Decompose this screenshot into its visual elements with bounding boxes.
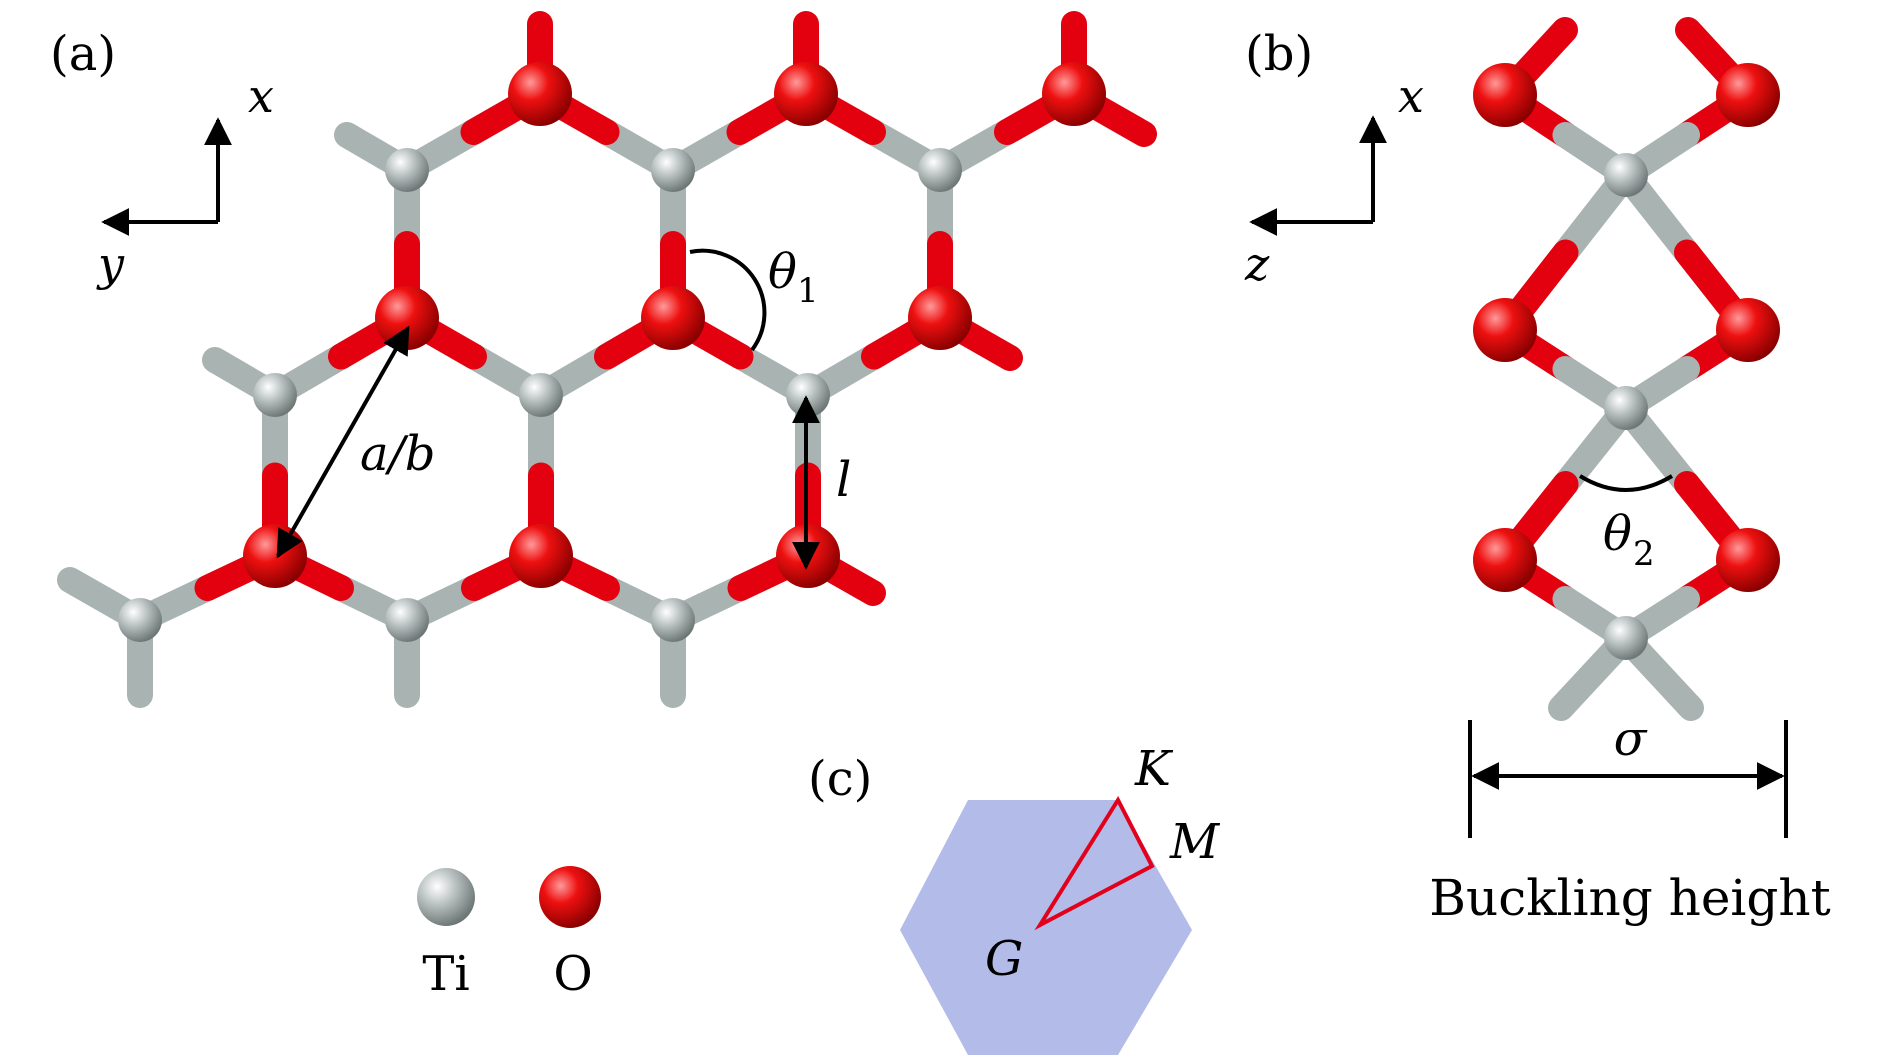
ti-atom [651, 148, 695, 192]
ti-atom [253, 373, 297, 417]
lattice-constant-arrow [276, 325, 410, 559]
point-gamma-label: G [985, 931, 1023, 987]
o-atom [774, 62, 838, 126]
point-k-label: K [1134, 741, 1174, 797]
buckling-symbol: σ [1614, 711, 1648, 767]
ti-atom [1604, 616, 1648, 660]
o-atom [1716, 528, 1780, 592]
ti-atom [918, 148, 962, 192]
angle-theta1-subscript: 1 [797, 271, 819, 311]
ti-atom [1604, 386, 1648, 430]
lattice-constant-label: a/b [360, 426, 436, 482]
axis-a-up-label: x [248, 69, 274, 123]
o-atom [1473, 528, 1537, 592]
o-atom [1716, 63, 1780, 127]
angle-theta1-arc [689, 248, 767, 352]
buckling-caption: Buckling height [1429, 869, 1830, 927]
point-m-label: M [1169, 814, 1221, 870]
o-atom [1716, 298, 1780, 362]
ti-atom [1604, 153, 1648, 197]
atoms-a [118, 62, 1106, 642]
bonds-b [1492, 17, 1761, 721]
panel-a: (a) x y θ 1 a/b l Ti O [50, 11, 1157, 1002]
axis-b-up-label: x [1398, 69, 1424, 123]
brillouin-zone-path [1034, 795, 1155, 931]
o-atom [641, 286, 705, 350]
panel-c: (c) G K M [808, 741, 1221, 1055]
o-atom [1042, 62, 1106, 126]
axes-b [1249, 115, 1387, 236]
o-atom [1473, 63, 1537, 127]
o-atom [508, 62, 572, 126]
atoms-b [1473, 63, 1780, 660]
ti-atom [385, 598, 429, 642]
ti-atom [651, 598, 695, 642]
panel-a-label: (a) [50, 26, 116, 82]
o-atom [509, 524, 573, 588]
axes-a [101, 117, 232, 236]
legend-ti-label: Ti [422, 946, 469, 1002]
o-atom [243, 524, 307, 588]
ti-atom [118, 598, 162, 642]
legend-ti-sphere [417, 868, 475, 926]
o-atom [1473, 298, 1537, 362]
angle-theta1-symbol: θ [768, 244, 797, 300]
o-atom [908, 286, 972, 350]
o-atom [375, 286, 439, 350]
legend-o-label: O [553, 946, 592, 1002]
bonds-a [57, 11, 1157, 708]
angle-theta2-arc [1578, 474, 1674, 492]
angle-theta2-subscript: 2 [1633, 534, 1655, 574]
brillouin-zone-hexagon [900, 800, 1192, 1055]
ti-atom [385, 148, 429, 192]
buckling-height-indicator [1468, 720, 1788, 838]
axis-b-left-label: z [1244, 237, 1270, 291]
legend-o-sphere [539, 866, 601, 928]
bond-length-label: l [836, 452, 851, 508]
panel-c-label: (c) [808, 751, 872, 807]
axis-a-left-label: y [96, 237, 125, 291]
panel-b: (b) x z θ 2 σ Buckling height [1244, 17, 1831, 927]
panel-b-label: (b) [1245, 26, 1313, 82]
angle-theta2-symbol: θ [1603, 506, 1632, 562]
atom-legend: Ti O [417, 866, 601, 1002]
ti-atom [519, 373, 563, 417]
